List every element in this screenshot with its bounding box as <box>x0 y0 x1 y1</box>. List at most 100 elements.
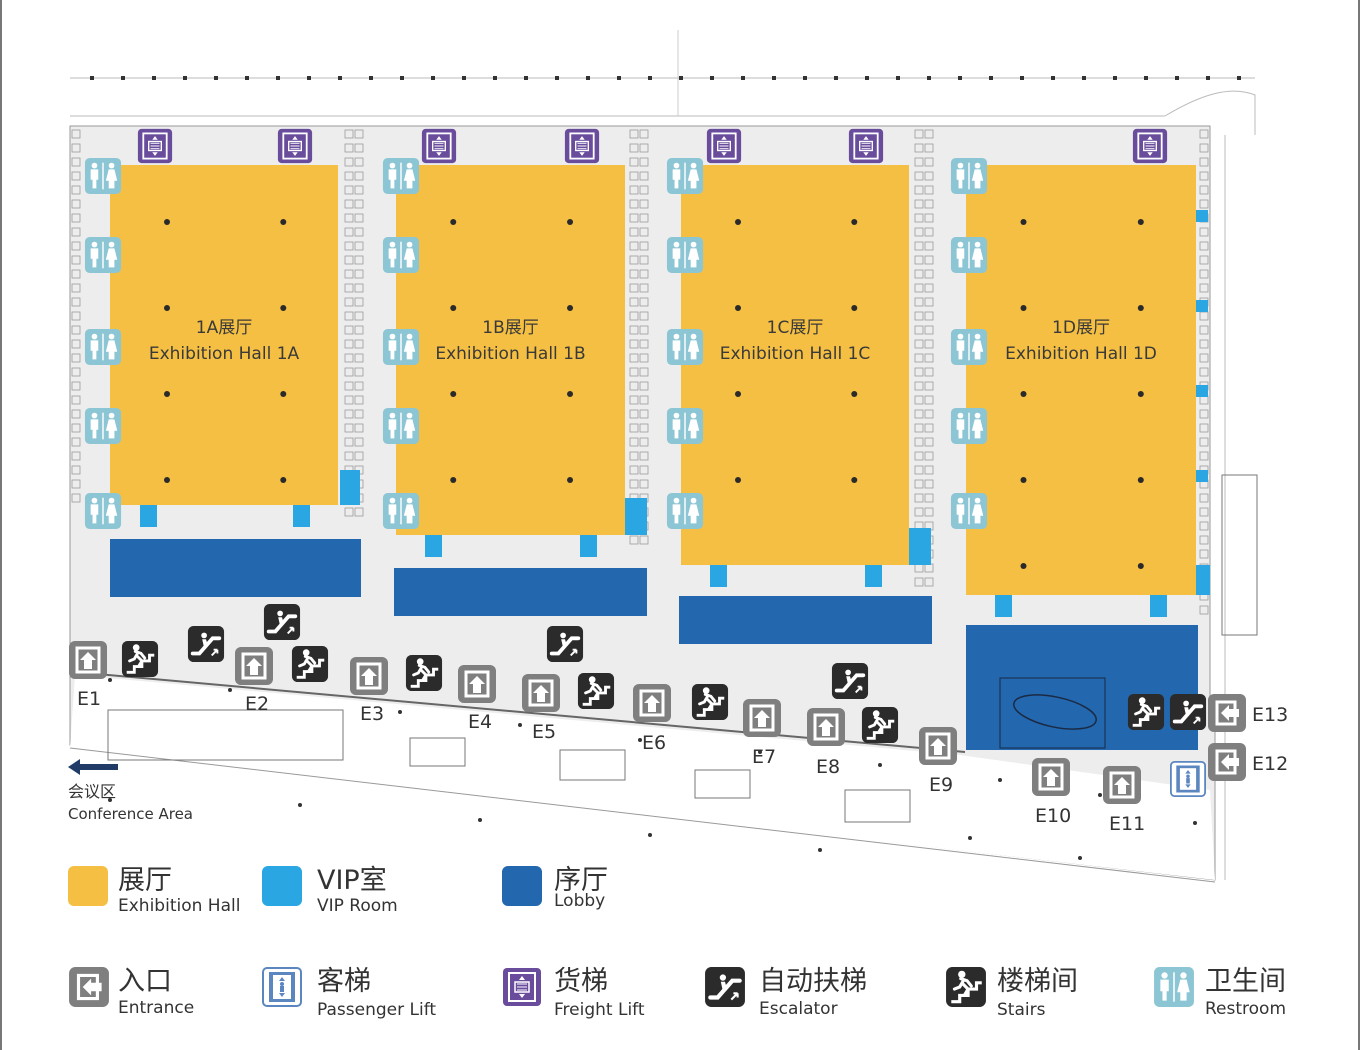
wall-cell <box>639 227 649 237</box>
wall-cell <box>924 213 934 223</box>
plaza-dot <box>648 833 652 837</box>
plaza-dot <box>758 750 762 754</box>
wall-cell <box>639 157 649 167</box>
wall-cell <box>1199 325 1209 335</box>
wall-cell <box>1199 185 1209 195</box>
entrance-icon[interactable] <box>1102 765 1142 805</box>
wall-cell <box>639 395 649 405</box>
wall-cell <box>344 255 354 265</box>
wall-cell <box>629 171 639 181</box>
wall-cell <box>354 423 364 433</box>
wall-cell <box>914 283 924 293</box>
restroom-icon <box>1153 966 1195 1008</box>
wall-cell <box>924 325 934 335</box>
column-dot <box>280 391 287 397</box>
wall-cell <box>629 297 639 307</box>
wall-cell <box>924 311 934 321</box>
entrance-label: E6 <box>642 732 666 754</box>
wall-cell <box>344 269 354 279</box>
vip-room <box>865 565 882 587</box>
restroom-icon <box>950 407 988 445</box>
wall-cell <box>914 395 924 405</box>
entrance-label: E1 <box>77 688 101 710</box>
freight-lift-icon <box>564 127 600 165</box>
entrance-icon[interactable] <box>1207 742 1247 782</box>
legend-en: Escalator <box>759 999 838 1019</box>
wall-cell <box>639 283 649 293</box>
boundary-dot <box>586 76 590 80</box>
wall-cell <box>344 185 354 195</box>
wall-cell <box>629 283 639 293</box>
wall-cell <box>71 353 81 363</box>
wall-cell <box>344 409 354 419</box>
vip-room <box>1196 210 1208 222</box>
wall-cell <box>344 381 354 391</box>
legend-cn: 展厅 <box>118 865 172 896</box>
wall-cell <box>1199 157 1209 167</box>
vip-room <box>425 535 442 557</box>
entrance-label: E5 <box>532 721 556 743</box>
wall-cell <box>924 451 934 461</box>
entrance-icon[interactable] <box>349 656 389 696</box>
entrance-icon[interactable] <box>632 683 672 723</box>
wall-cell <box>924 283 934 293</box>
wall-cell <box>639 381 649 391</box>
wall-cell <box>354 129 364 139</box>
column-dot <box>450 219 457 225</box>
wall-cell <box>914 577 924 587</box>
wall-cell <box>344 339 354 349</box>
entrance-icon[interactable] <box>806 707 846 747</box>
entrance-icon[interactable] <box>742 698 782 738</box>
entrance-icon[interactable] <box>918 726 958 766</box>
entrance-icon[interactable] <box>1207 693 1247 733</box>
entrance-icon[interactable] <box>68 640 108 680</box>
wall-cell <box>1199 507 1209 517</box>
wall-cell <box>914 367 924 377</box>
restroom-icon <box>666 236 704 274</box>
wall-cell <box>924 129 934 139</box>
wall-cell <box>1199 199 1209 209</box>
wall-cell <box>914 241 924 251</box>
conference-area-marker[interactable]: 会议区 Conference Area <box>68 759 193 823</box>
wall-cell <box>914 493 924 503</box>
lobby-area <box>1138 625 1198 677</box>
wall-cell <box>914 409 924 419</box>
entrance-icon[interactable] <box>521 673 561 713</box>
legend-en: Entrance <box>118 998 194 1018</box>
wall-cell <box>1199 269 1209 279</box>
hall-area <box>966 165 1196 595</box>
column-dot <box>1137 305 1144 311</box>
lobby-area <box>110 539 361 597</box>
entrance-icon[interactable] <box>457 664 497 704</box>
vip-room <box>1196 470 1208 482</box>
boundary-dot <box>617 76 621 80</box>
wall-cell <box>639 437 649 447</box>
restroom-icon <box>666 407 704 445</box>
wall-cell <box>71 325 81 335</box>
restroom-icon <box>950 492 988 530</box>
boundary-dot <box>741 76 745 80</box>
freight-lift-icon <box>277 127 313 165</box>
hall-name-cn: 1D展厅 <box>1052 318 1110 338</box>
hall-area <box>396 165 625 535</box>
entrance-icon[interactable] <box>234 646 274 686</box>
column-dot <box>735 391 741 397</box>
entrance-icon[interactable] <box>1031 757 1071 797</box>
boundary-dot <box>307 76 311 80</box>
wall-cell <box>344 199 354 209</box>
vip-room <box>580 535 597 557</box>
freight-lift-icon <box>502 966 542 1008</box>
wall-cell <box>639 241 649 251</box>
boundary-dot <box>772 76 776 80</box>
boundary-dot <box>431 76 435 80</box>
boundary-dot <box>1144 76 1148 80</box>
wall-cell <box>354 157 364 167</box>
legend-en: Lobby <box>554 891 605 911</box>
wall-cell <box>914 255 924 265</box>
boundary-dot <box>896 76 900 80</box>
wall-cell <box>71 199 81 209</box>
